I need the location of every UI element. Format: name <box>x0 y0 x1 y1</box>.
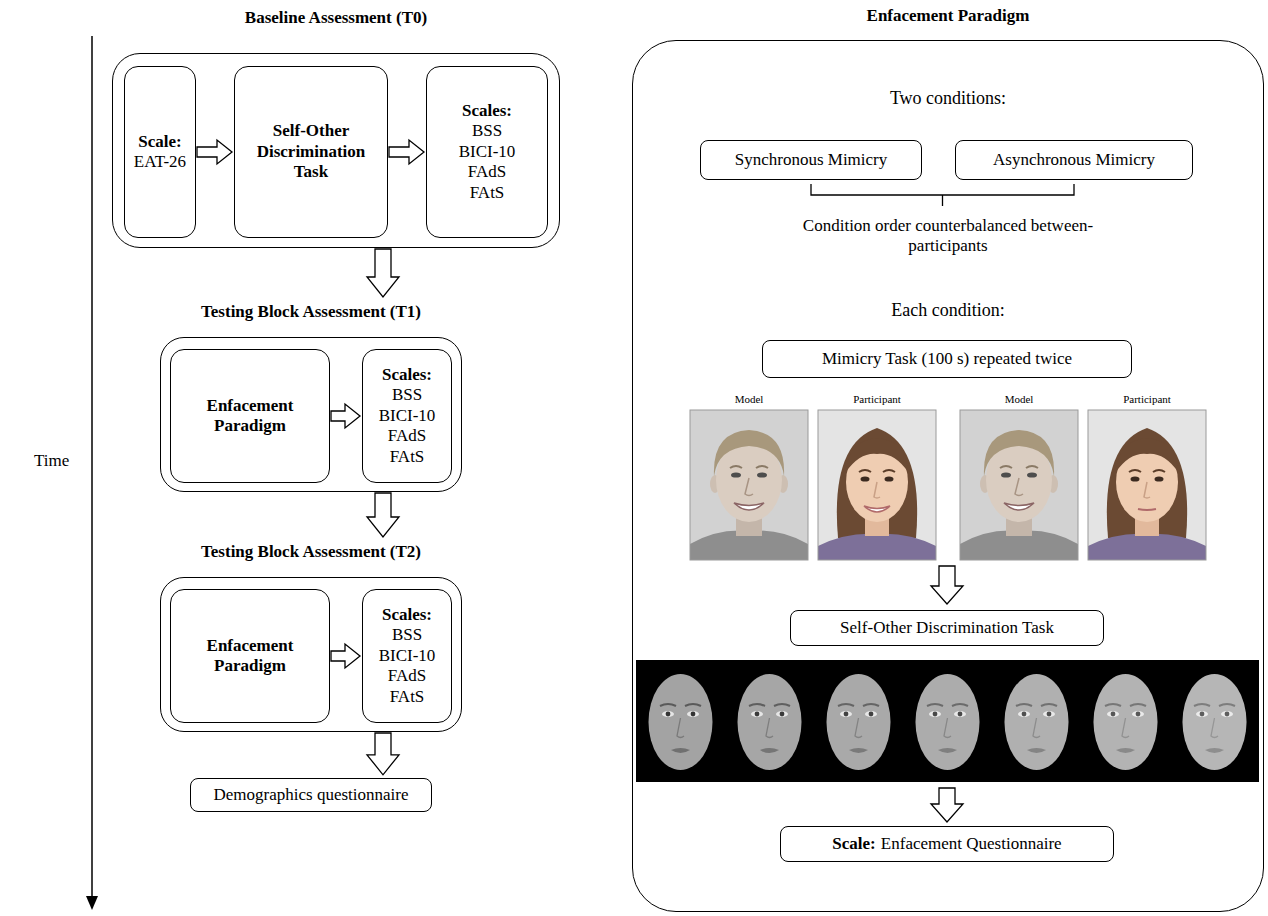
axis-label: Time <box>34 451 69 471</box>
panel-heading: Baseline Assessment (T0) <box>112 8 560 28</box>
box-label: Enfacement Paradigm <box>177 396 323 437</box>
photo-caption: Participant <box>1097 393 1197 406</box>
box-label: Synchronous Mimicry <box>735 150 888 170</box>
panel-note: Condition order counterbalanced between-… <box>778 216 1118 257</box>
participant-photo <box>1088 410 1206 560</box>
box-label: BSS BICI-10 FAdS FAtS <box>370 385 444 467</box>
process-box: Enfacement Paradigm <box>170 589 330 723</box>
flow-arrow <box>367 493 399 537</box>
box-label: EAT-26 <box>134 152 186 172</box>
photo-frame <box>1088 410 1206 560</box>
panel-outline <box>632 40 1264 912</box>
flow-arrow <box>367 249 399 297</box>
morph-tint <box>1094 674 1158 770</box>
box-label: BSS BICI-10 FAdS FAtS <box>450 121 524 203</box>
box-heading: Scales: <box>382 365 432 385</box>
box-label: Demographics questionnaire <box>214 785 409 805</box>
process-box: Synchronous Mimicry <box>700 140 922 180</box>
photo-caption: Participant <box>827 393 927 406</box>
morph-face <box>636 660 725 782</box>
process-box: Scales:BSS BICI-10 FAdS FAtS <box>362 589 452 723</box>
flow-arrow <box>389 140 424 164</box>
box-label: Mimicry Task (100 s) repeated twice <box>822 349 1072 369</box>
group-panel: Testing Block Assessment (T2) Enfacement … <box>160 540 462 732</box>
box-heading: Scales: <box>462 101 512 121</box>
box-label: Self-Other Discrimination Task <box>241 121 381 182</box>
group-panel: Testing Block Assessment (T1) Enfacement … <box>160 300 462 492</box>
morph-face <box>992 660 1081 782</box>
morph-tint <box>1005 674 1069 770</box>
flow-arrow <box>367 733 399 775</box>
flow-arrow <box>331 644 360 668</box>
condition-bracket <box>811 184 1074 206</box>
box-heading: Scale: <box>832 834 875 854</box>
flow-arrow <box>331 404 360 428</box>
model-photo <box>960 410 1078 560</box>
morph-tint <box>1183 674 1247 770</box>
process-box: Scales:BSS BICI-10 FAdS FAtS <box>426 66 548 238</box>
photo-caption: Model <box>969 393 1069 406</box>
process-box: Mimicry Task (100 s) repeated twice <box>762 340 1132 378</box>
model-photo <box>690 410 808 560</box>
morph-face <box>1170 660 1259 782</box>
time-axis-line <box>91 36 93 898</box>
morph-face <box>814 660 903 782</box>
morph-face <box>903 660 992 782</box>
panel-heading: Enfacement Paradigm <box>632 6 1264 26</box>
hollow-arrow <box>931 566 963 604</box>
time-axis-head <box>86 896 98 910</box>
box-label: Enfacement Questionnaire <box>881 834 1062 854</box>
box-label: BSS BICI-10 FAdS FAtS <box>370 625 444 707</box>
morph-tint <box>916 674 980 770</box>
process-box: Scale: Enfacement Questionnaire <box>780 826 1114 862</box>
group-panel: Baseline Assessment (T0) Scale:EAT-26 Self… <box>112 6 560 248</box>
morph-face <box>1081 660 1170 782</box>
process-box: Asynchronous Mimicry <box>955 140 1193 180</box>
photo-frame <box>960 410 1078 560</box>
participant-photo <box>818 410 936 560</box>
process-box: Self-Other Discrimination Task <box>234 66 388 238</box>
panel-heading: Testing Block Assessment (T1) <box>160 302 462 322</box>
hollow-arrow <box>931 788 963 822</box>
box-heading: Scales: <box>382 605 432 625</box>
process-box: Demographics questionnaire <box>190 778 432 812</box>
process-box: Scales:BSS BICI-10 FAdS FAtS <box>362 349 452 483</box>
morph-tint <box>827 674 891 770</box>
process-box: Enfacement Paradigm <box>170 349 330 483</box>
box-label: Enfacement Paradigm <box>177 636 323 677</box>
photo-caption: Model <box>699 393 799 406</box>
panel-heading: Testing Block Assessment (T2) <box>160 542 462 562</box>
photo-frame <box>690 410 808 560</box>
box-label: Self-Other Discrimination Task <box>840 618 1054 638</box>
photo-frame <box>818 410 936 560</box>
process-box: Self-Other Discrimination Task <box>790 610 1104 646</box>
panel-note: Two conditions: <box>632 88 1264 110</box>
morph-tint <box>738 674 802 770</box>
panel-note: Each condition: <box>632 300 1264 322</box>
box-heading: Scale: <box>138 132 181 152</box>
flow-arrow <box>197 140 232 164</box>
box-label: Asynchronous Mimicry <box>993 150 1155 170</box>
process-box: Scale:EAT-26 <box>124 66 196 238</box>
morph-face <box>725 660 814 782</box>
group-panel: Enfacement ParadigmTwo conditions: Condit… <box>632 4 1264 912</box>
